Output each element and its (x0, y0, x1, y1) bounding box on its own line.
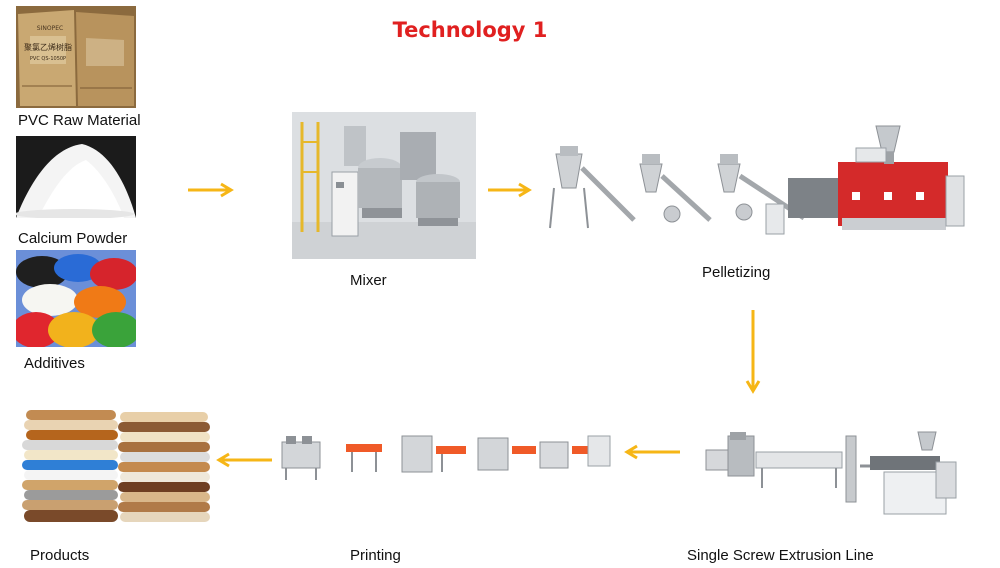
bag-grade-text: PVC QS-1050P (30, 56, 66, 62)
calcium-powder-image (16, 136, 136, 218)
pelletizing-image (538, 118, 970, 250)
mixer-image (292, 112, 476, 259)
step-label-additives: Additives (24, 355, 85, 372)
additives-image (16, 250, 136, 347)
step-label-calcium-powder: Calcium Powder (18, 230, 128, 247)
arrow-to-pelletizing (488, 182, 534, 198)
arrow-to-printing (624, 444, 680, 460)
step-label-pelletizing: Pelletizing (702, 264, 771, 281)
pvc-raw-material-image: SINOPEC 聚氯乙烯树脂 PVC QS-1050P (16, 6, 136, 108)
step-label-pvc-raw-material: PVC Raw Material (18, 112, 141, 129)
arrow-to-products (216, 452, 272, 468)
printing-line-image (272, 428, 616, 486)
bag-brand-text: SINOPEC (37, 25, 63, 32)
bag-name-text: 聚氯乙烯树脂 (24, 42, 72, 52)
step-label-extrusion: Single Screw Extrusion Line (687, 547, 874, 564)
arrow-to-extrusion (744, 310, 762, 396)
page-title: Technology 1 (392, 18, 548, 42)
arrow-to-mixer (188, 182, 236, 198)
extrusion-line-image (700, 422, 962, 526)
step-label-printing: Printing (350, 547, 401, 564)
products-image (16, 404, 216, 528)
step-label-products: Products (30, 547, 90, 564)
step-label-mixer: Mixer (350, 272, 387, 289)
